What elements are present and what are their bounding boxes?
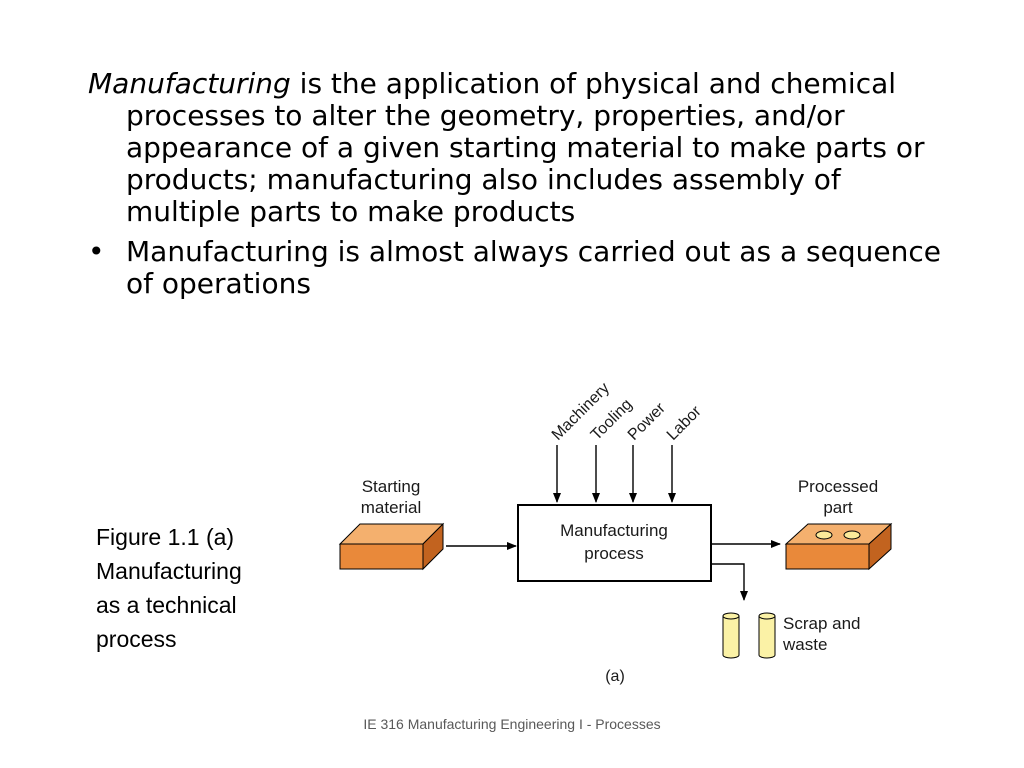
part-block-front [785,543,870,570]
scrap-cylinder-1 [722,612,740,659]
bullet-text: Manufacturing is almost always carried o… [126,235,941,300]
bullet-item: • Manufacturing is almost always carried… [88,236,948,300]
definition-term: Manufacturing [88,67,291,100]
processed-part-label-line-1: Processed [798,477,878,496]
processed-part-block [784,522,893,571]
definition-paragraph: Manufacturing is the application of phys… [88,68,948,228]
starting-material-block [338,522,445,571]
process-label-line-1: Manufacturing [560,521,668,540]
subfigure-label: (a) [605,668,625,685]
starting-block-side [422,522,444,571]
input-label-labor: Labor [664,402,705,443]
figure-caption: Figure 1.1 (a) Manufacturing as a techni… [96,520,296,656]
definition-body: is the application of physical and chemi… [126,67,925,228]
scrap-label-line-1: Scrap and [783,614,861,633]
part-hole-2 [843,530,861,540]
caption-line-3: as a technical [96,592,237,618]
caption-line-4: process [96,626,177,652]
footer: IE 316 Manufacturing Engineering I - Pro… [363,716,661,732]
starting-material-label-line-2: material [361,498,421,517]
part-block-side [868,522,892,571]
process-to-scrap-arrow [711,563,748,601]
process-label-line-2: process [584,544,644,563]
caption-line-1: Figure 1.1 (a) [96,524,235,550]
caption-line-2: Manufacturing [96,558,242,584]
scrap-cylinder-2 [758,612,776,659]
body-text: Manufacturing is the application of phys… [88,68,948,300]
part-hole-1 [815,530,833,540]
starting-material-label-line-1: Starting [362,477,421,496]
process-box [517,504,712,582]
processed-part-label-line-2: part [823,498,853,517]
starting-block-front [339,543,424,570]
scrap-label-line-2: waste [782,635,827,654]
bullet-marker: • [88,235,105,268]
